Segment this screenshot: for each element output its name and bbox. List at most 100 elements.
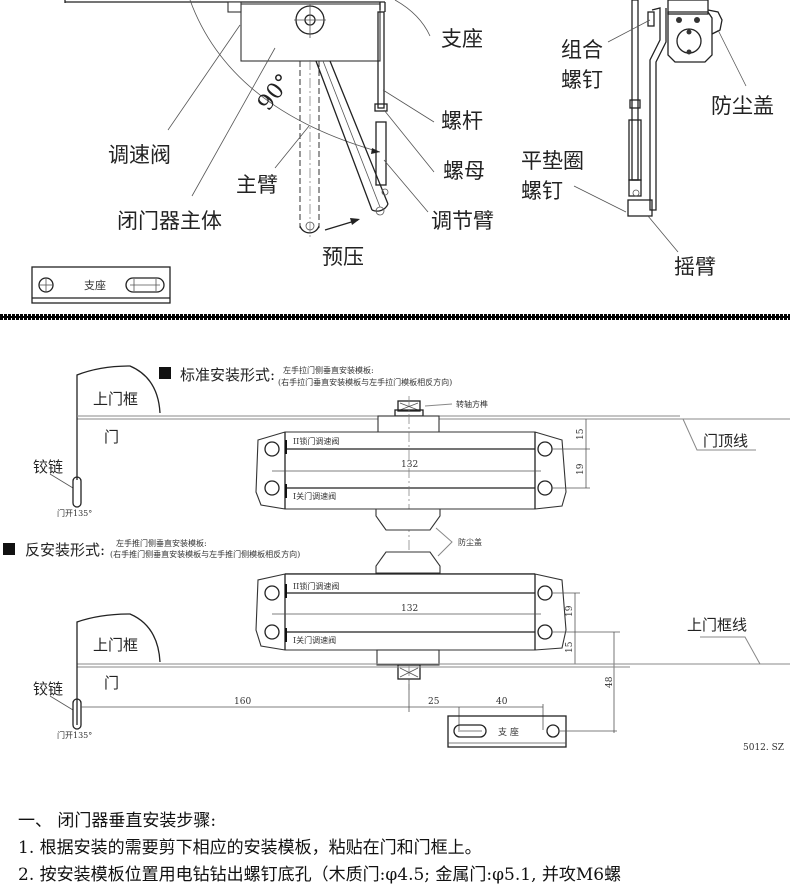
hole-tl — [264, 441, 280, 457]
nut-leader — [383, 109, 435, 173]
side-rocker-arm — [649, 7, 667, 211]
bracket-plate — [31, 266, 171, 304]
side-nut — [629, 99, 641, 109]
side-rocker-end — [627, 199, 653, 217]
reverse-title: 反安装形式: — [25, 541, 105, 559]
screw-sleeve — [375, 121, 387, 186]
standard-note-1: 左手拉门侧垂直安装模板: — [283, 365, 374, 375]
dim-19-top: 19 — [576, 463, 586, 475]
label-upper-frame-line: 上门框线 — [687, 616, 747, 634]
label-lock-valve-bottom: II锁门调速阀 — [293, 581, 339, 591]
dim-132-top: 132 — [401, 460, 418, 470]
bracket-bottom-hole — [546, 724, 560, 738]
dust-cover-top — [375, 508, 441, 531]
label-door-bottom: 门 — [104, 674, 119, 692]
bracket-bottom-plate — [447, 715, 567, 748]
upper-frame-top-shape — [76, 365, 161, 417]
label-upper-frame-bottom: 上门框 — [93, 636, 138, 654]
dim-160: 160 — [234, 697, 251, 707]
drawing-code: 5012. SZ — [743, 743, 784, 753]
pivot-square-x-bottom — [399, 667, 419, 678]
side-dust-cover — [707, 9, 723, 35]
closer-body-leader — [191, 47, 276, 197]
label-lock-valve-top: II锁门调速阀 — [293, 436, 339, 446]
lock-valve-marker-top — [285, 440, 287, 454]
side-bolt-4 — [686, 49, 692, 55]
label-screw-rod: 螺杆 — [441, 109, 483, 133]
label-washer-screw-2: 螺钉 — [521, 179, 563, 203]
angle-label: 90° — [253, 70, 297, 116]
screw-rod-leader — [382, 89, 435, 123]
hinge-leader-bottom — [49, 695, 74, 711]
combo-screw-leader — [607, 19, 651, 43]
bracket-slot — [125, 277, 165, 293]
label-combo-screw-2: 螺钉 — [561, 68, 603, 92]
pivot-hub-bottom — [376, 649, 440, 666]
dim-40: 40 — [496, 697, 508, 707]
nut-shape — [374, 103, 388, 112]
bracket-bottom-slot — [453, 724, 487, 738]
label-adjust-arm: 调节臂 — [431, 209, 494, 233]
label-door-top-line: 门顶线 — [703, 432, 748, 450]
lock-valve-marker-bottom — [285, 584, 287, 598]
support-leader — [394, 0, 431, 37]
step-2: 2. 按安装模板位置用电钻钻出螺钉底孔（木质门:φ4.5; 金属门:φ5.1, … — [18, 865, 622, 885]
adjust-arm-centerline — [322, 60, 381, 208]
section-divider — [0, 314, 790, 320]
adjust-arm-end — [371, 203, 389, 212]
label-door-open-top: 门开135° — [57, 508, 92, 518]
label-door-top: 门 — [104, 428, 119, 446]
upper-frame-line-leader — [700, 636, 761, 665]
reverse-note-1: 左手推门侧垂直安装模板: — [116, 538, 207, 548]
body-flange — [227, 1, 242, 13]
hinge-bottom-shape — [72, 698, 82, 730]
main-arm-end — [299, 225, 320, 234]
dim-132-bottom: 132 — [401, 604, 418, 614]
label-preload: 预压 — [322, 245, 364, 269]
dust-cover-leader — [435, 527, 453, 557]
label-nut: 螺母 — [443, 159, 485, 183]
label-upper-frame-top: 上门框 — [93, 390, 138, 408]
adjust-arm-leader — [383, 159, 429, 213]
hole-b-tl — [264, 585, 280, 601]
side-body-top — [667, 0, 709, 15]
standard-bullet-icon — [159, 367, 171, 379]
main-arm-hole — [305, 221, 315, 231]
label-hinge-top: 铰链 — [33, 458, 63, 476]
close-valve-marker-top — [285, 484, 287, 498]
preload-arrowhead — [350, 218, 360, 225]
label-speed-valve: 调速阀 — [108, 143, 171, 167]
side-bolt-1 — [676, 17, 682, 23]
door-top-line-leader — [682, 418, 756, 451]
main-arm-leader — [274, 125, 310, 169]
dim-25: 25 — [428, 697, 440, 707]
dim-48: 48 — [605, 676, 615, 688]
label-support: 支座 — [441, 27, 483, 51]
washer-screw-leader — [573, 185, 627, 213]
label-close-valve-bottom: I关门调速阀 — [293, 635, 336, 645]
standard-note-2: (右手拉门垂直安装模板与左手拉门模板相反方向) — [278, 377, 452, 387]
side-pin — [632, 189, 640, 197]
rod-end-pin — [381, 188, 389, 196]
label-dust-cover-mid: 防尘盖 — [458, 537, 482, 547]
reverse-bullet-icon — [3, 543, 15, 555]
label-closer-body: 闭门器主体 — [117, 209, 222, 233]
label-washer-screw-1: 平垫圈 — [521, 149, 584, 173]
side-combo-screw — [647, 11, 655, 27]
label-door-open-bottom: 门开135° — [57, 730, 92, 740]
dim-15-bottom: 15 — [565, 641, 575, 653]
label-close-valve-top: I关门调速阀 — [293, 491, 336, 501]
side-body — [667, 11, 713, 63]
hinge-leader-top — [49, 473, 74, 489]
dim-15-top: 15 — [576, 428, 586, 440]
label-bracket-bottom: 支 座 — [498, 726, 519, 738]
screw-rod — [377, 11, 385, 109]
steps-heading: 一、 闭门器垂直安装步骤: — [18, 811, 217, 831]
label-main-arm: 主臂 — [236, 173, 278, 197]
hole-b-bl — [264, 624, 280, 640]
step-1: 1. 根据安装的需要剪下相应的安装模板，粘贴在门和门框上。 — [18, 838, 482, 858]
upper-frame-bottom-shape — [76, 613, 161, 664]
hole-bl — [264, 480, 280, 496]
